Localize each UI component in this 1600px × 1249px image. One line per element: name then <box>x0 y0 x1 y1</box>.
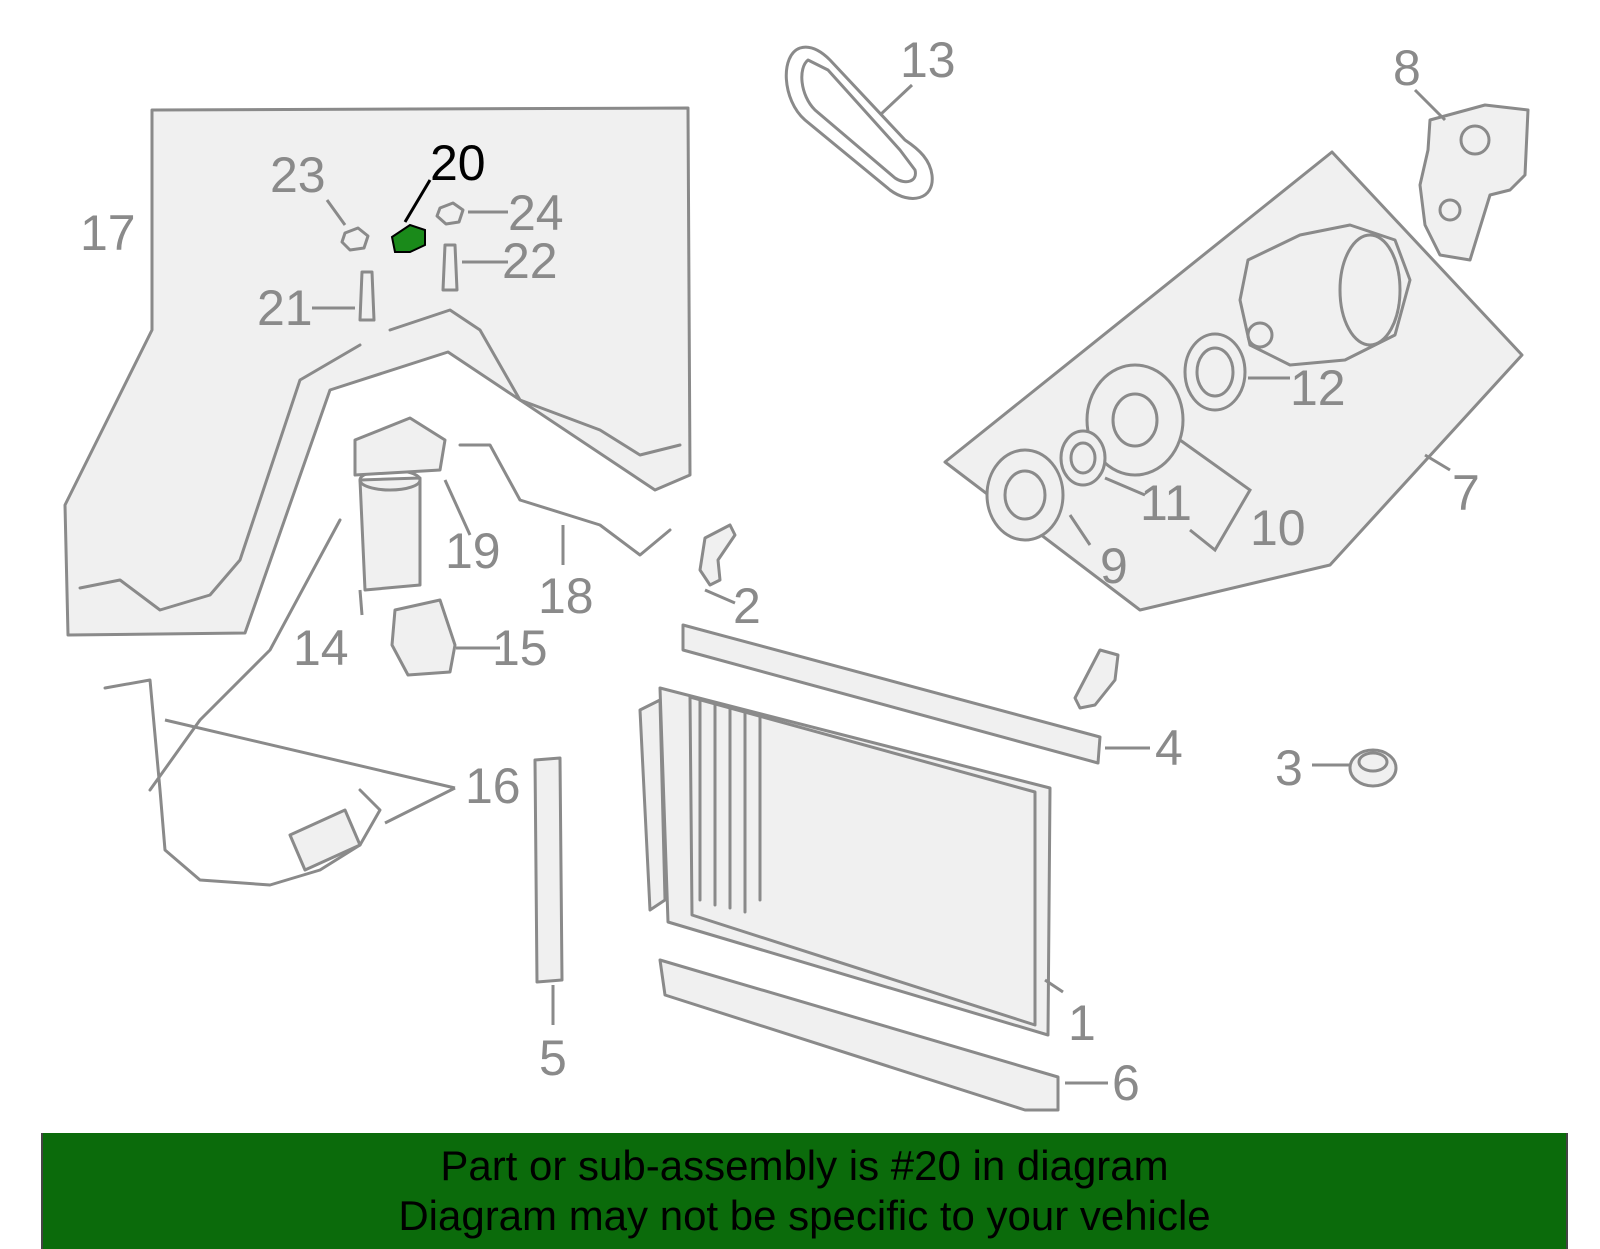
region-17 <box>63 106 692 637</box>
seal-6 <box>658 958 1060 1112</box>
coil-12 <box>1183 332 1247 412</box>
callout-22[interactable]: 22 <box>502 233 558 289</box>
callout-7[interactable]: 7 <box>1452 465 1480 521</box>
callout-14[interactable]: 14 <box>293 620 349 676</box>
nut-24 <box>435 201 465 226</box>
part-20-highlight[interactable] <box>390 223 426 253</box>
callout-1[interactable]: 1 <box>1068 995 1096 1051</box>
bracket-8 <box>1418 103 1530 262</box>
callout-9[interactable]: 9 <box>1100 538 1128 594</box>
callout-6[interactable]: 6 <box>1112 1055 1140 1111</box>
bearing-11 <box>1059 429 1107 487</box>
drier-14 <box>358 468 422 592</box>
hose-18 <box>458 443 672 557</box>
info-banner: Part or sub-assembly is #20 in diagram D… <box>41 1133 1568 1249</box>
callout-4[interactable]: 4 <box>1155 720 1183 776</box>
callout-17[interactable]: 17 <box>80 205 136 261</box>
condenser-1 <box>638 686 1052 1037</box>
callout-2[interactable]: 2 <box>733 578 761 634</box>
callout-18[interactable]: 18 <box>538 568 594 624</box>
cap-3 <box>1348 748 1398 788</box>
clamp-15 <box>390 598 457 677</box>
callout-3[interactable]: 3 <box>1275 740 1303 796</box>
banner-line-2: Diagram may not be specific to your vehi… <box>398 1192 1211 1239</box>
line-17b <box>388 308 682 457</box>
banner-line-1: Part or sub-assembly is #20 in diagram <box>440 1142 1169 1189</box>
valve-22 <box>441 243 459 292</box>
callout-10[interactable]: 10 <box>1250 500 1306 556</box>
callout-11[interactable]: 11 <box>1140 475 1192 531</box>
callout-15[interactable]: 15 <box>492 620 548 676</box>
callout-13[interactable]: 13 <box>900 32 956 88</box>
bracket-2 <box>698 523 737 587</box>
bracket-19 <box>353 416 447 477</box>
hose-16 <box>103 518 382 887</box>
callout-8[interactable]: 8 <box>1393 40 1421 96</box>
callout-21[interactable]: 21 <box>257 280 313 336</box>
callout-24[interactable]: 24 <box>508 185 564 241</box>
callout-20[interactable]: 20 <box>430 135 486 191</box>
seal-4 <box>681 623 1102 765</box>
bracket-upper-right <box>1073 648 1120 710</box>
valve-21 <box>358 270 376 322</box>
clutch-9 <box>985 448 1065 542</box>
compressor-7 <box>1238 223 1412 367</box>
line-17a <box>78 343 362 612</box>
callout-12[interactable]: 12 <box>1290 360 1346 416</box>
belt-13 <box>784 45 934 200</box>
callout-5[interactable]: 5 <box>539 1030 567 1086</box>
callouts: 1 2 3 4 5 6 7 8 9 10 11 12 13 14 15 16 1… <box>80 32 1480 1111</box>
callout-16[interactable]: 16 <box>465 758 521 814</box>
callout-19[interactable]: 19 <box>445 523 501 579</box>
callout-23[interactable]: 23 <box>270 147 326 203</box>
seal-5 <box>533 756 564 984</box>
leader-lines <box>164 83 1451 1085</box>
nut-23 <box>340 226 370 252</box>
pulley-10 <box>1085 363 1185 477</box>
fitting-16 <box>288 808 362 872</box>
